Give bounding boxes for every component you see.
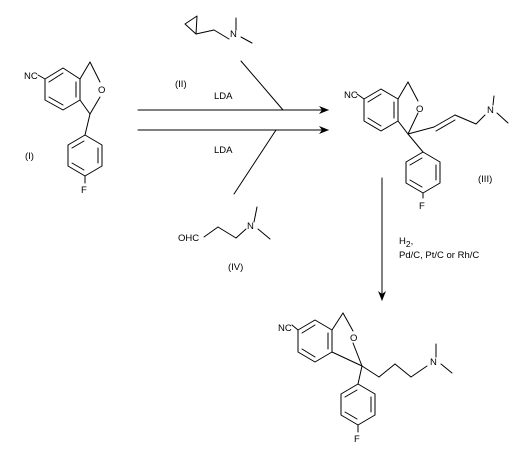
bottom-base-label: LDA <box>214 145 233 156</box>
compound-1-oxygen-label: O <box>98 85 105 96</box>
product-oxygen-label: O <box>350 333 357 344</box>
product-nitrogen-label: N <box>430 357 437 368</box>
compound-1-nitrile-label: NC <box>24 71 38 82</box>
compound-3-label: (III) <box>478 174 492 185</box>
product-structure <box>291 312 453 433</box>
compound-1-structure <box>37 61 103 184</box>
compound-2-nitrogen-label: N <box>230 29 237 40</box>
compound-3-fluorine-label: F <box>419 201 425 212</box>
compound-3-oxygen-label: O <box>416 104 423 115</box>
compound-4-nitrogen-label: N <box>247 221 254 232</box>
compound-4-structure <box>203 206 271 240</box>
reaction-arrows <box>137 60 386 301</box>
compound-2-structure <box>184 15 253 44</box>
hydrogenation-conditions-line1: H2, <box>399 236 413 249</box>
compound-2-label: (II) <box>175 79 187 90</box>
product-fluorine-label: F <box>354 434 360 445</box>
top-base-label: LDA <box>214 91 233 102</box>
compound-1-fluorine-label: F <box>81 185 87 196</box>
compound-3-structure <box>356 81 509 199</box>
compound-4-label: (IV) <box>228 262 243 273</box>
compound-4-aldehyde-label: OHC <box>178 233 199 244</box>
reagent-4-feed-line <box>233 129 277 195</box>
compound-1-label: (I) <box>25 151 34 162</box>
hydrogenation-conditions-line2: Pd/C, Pt/C or Rh/C <box>399 250 479 261</box>
reagent-2-feed-line <box>240 60 284 111</box>
compound-3-nitrogen-label: N <box>487 105 494 116</box>
compound-3-nitrile-label: NC <box>344 90 358 101</box>
product-nitrile-label: NC <box>278 323 292 334</box>
